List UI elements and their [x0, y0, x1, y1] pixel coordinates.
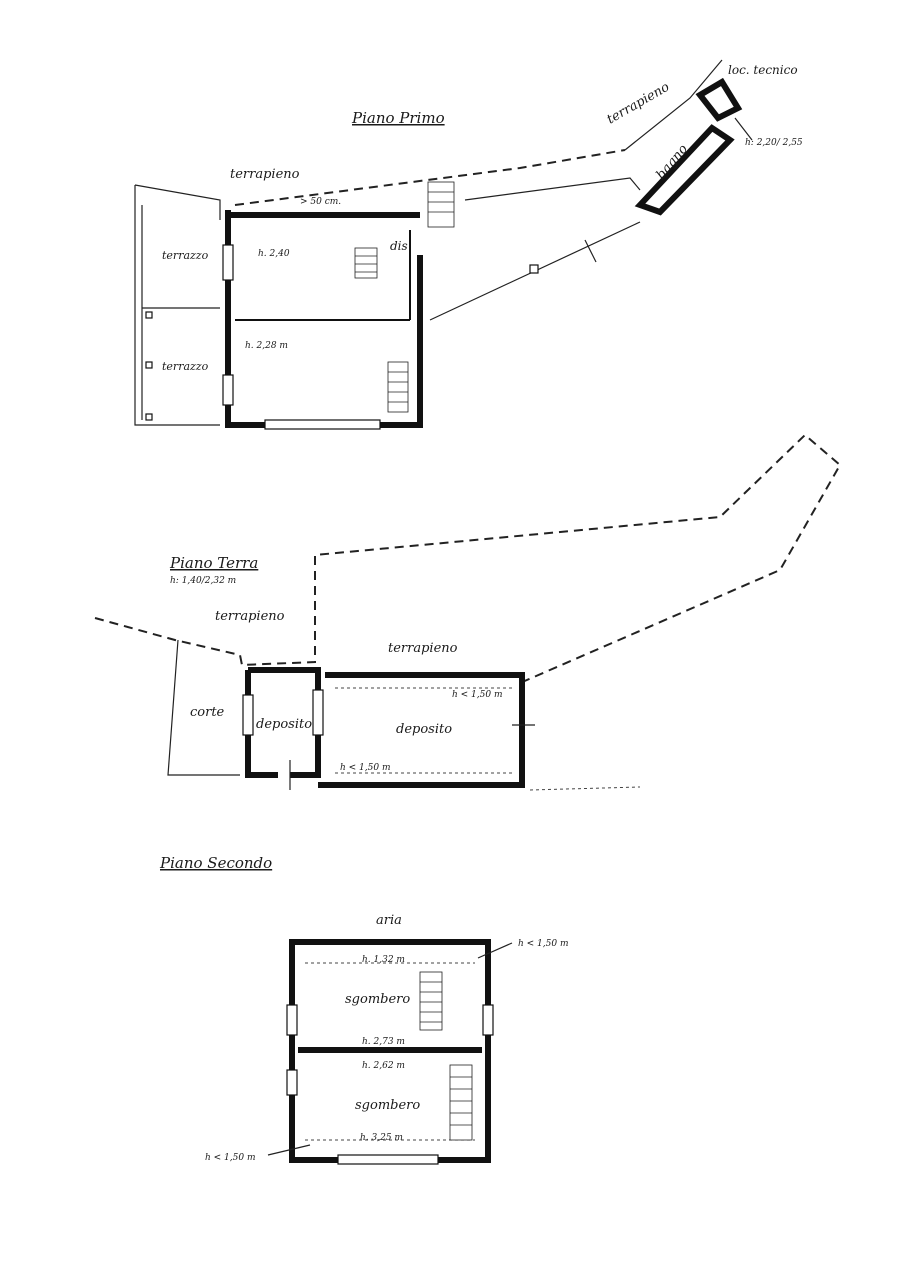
label-height-room-bottom: h. 2,28 m — [245, 341, 288, 351]
window-west-2 — [222, 374, 234, 406]
boundary-east-terra — [529, 786, 641, 791]
label-secondo-h-top-right: h < 1,50 m — [518, 939, 569, 949]
plan-title-terra: Piano Terra — [169, 554, 258, 572]
plan-piano-terra: Piano Terra h: 1,40/2,32 m terrapieno te… — [94, 433, 842, 791]
terrace-post — [145, 413, 153, 421]
deposito-large-walls — [318, 672, 525, 788]
leader-secondo-top — [477, 942, 513, 959]
terrace-top-outline — [134, 184, 221, 220]
label-terrapieno-terra-left: terrapieno — [215, 609, 285, 624]
corridor-outline — [464, 177, 641, 201]
bagno-walls — [634, 124, 735, 216]
label-bagno-height: h: 2,20/ 2,55 — [745, 138, 803, 148]
plan-piano-primo: Piano Primo — [134, 59, 803, 430]
stair-secondo-bottom — [449, 1064, 473, 1141]
boundary-terrapieno-terra — [94, 433, 842, 684]
window-terra-mid — [312, 689, 324, 736]
label-secondo-h2: h. 2,73 m — [362, 1037, 405, 1047]
stair-secondo-top — [419, 971, 443, 1031]
label-loc-tecnico: loc. tecnico — [728, 63, 798, 77]
window-secondo-east — [482, 1004, 494, 1036]
label-secondo-h-bottom-left: h < 1,50 m — [205, 1153, 256, 1163]
label-secondo-h4: h. 3,25 m — [360, 1133, 403, 1143]
leader-secondo-bottom — [267, 1144, 311, 1156]
boundary-terrapieno-primo — [234, 149, 626, 206]
stair-primo-bottom — [387, 361, 409, 413]
window-secondo-west-2 — [286, 1069, 298, 1096]
boundary-slope-primo — [624, 59, 723, 151]
terrace-post — [145, 311, 153, 319]
arrow-marker — [584, 239, 597, 263]
plan-piano-secondo: Piano Secondo aria h. 1,32 m h — [159, 854, 569, 1165]
loc-tecnico-walls — [695, 77, 743, 122]
plan-title-secondo: Piano Secondo — [159, 854, 272, 872]
label-height-terra-bottom: h < 1,50 m — [340, 763, 391, 773]
label-aria: aria — [376, 913, 402, 928]
window-terra-west — [242, 694, 254, 736]
window-secondo-west — [286, 1004, 298, 1036]
terrace-left-outline — [134, 185, 220, 426]
label-dis: dis — [390, 239, 408, 253]
label-corte: corte — [190, 705, 225, 720]
label-terrazzo-bottom: terrazzo — [162, 360, 209, 373]
label-gap-primo: > 50 cm. — [300, 197, 341, 207]
label-deposito-large: deposito — [396, 722, 452, 737]
label-sgombero-top: sgombero — [345, 992, 410, 1007]
window-south-primo — [264, 419, 381, 430]
label-height-room-top: h. 2,40 — [258, 249, 290, 259]
label-sgombero-bottom: sgombero — [355, 1098, 420, 1113]
label-terrazzo-top: terrazzo — [162, 249, 209, 262]
label-deposito-small: deposito — [256, 717, 312, 732]
label-height-terra: h: 1,40/2,32 m — [170, 576, 236, 586]
window-west-1 — [222, 244, 234, 281]
leader-bagno-height — [734, 117, 753, 141]
stair-primo-outside — [427, 181, 455, 228]
marker-square — [529, 264, 539, 274]
plan-title-primo: Piano Primo — [351, 109, 445, 127]
label-height-terra-top: h < 1,50 m — [452, 690, 503, 700]
terrace-post — [145, 361, 153, 369]
window-secondo-south — [337, 1154, 439, 1165]
label-bagno: bagno — [654, 142, 692, 183]
label-secondo-h3: h. 2,62 m — [362, 1061, 405, 1071]
label-terrapieno-terra-right: terrapieno — [388, 641, 458, 656]
stair-primo-top — [354, 247, 378, 279]
label-terrapieno-primo-left: terrapieno — [230, 167, 300, 182]
label-secondo-h1: h. 1,32 m — [362, 955, 405, 965]
corte-outline — [167, 639, 240, 776]
